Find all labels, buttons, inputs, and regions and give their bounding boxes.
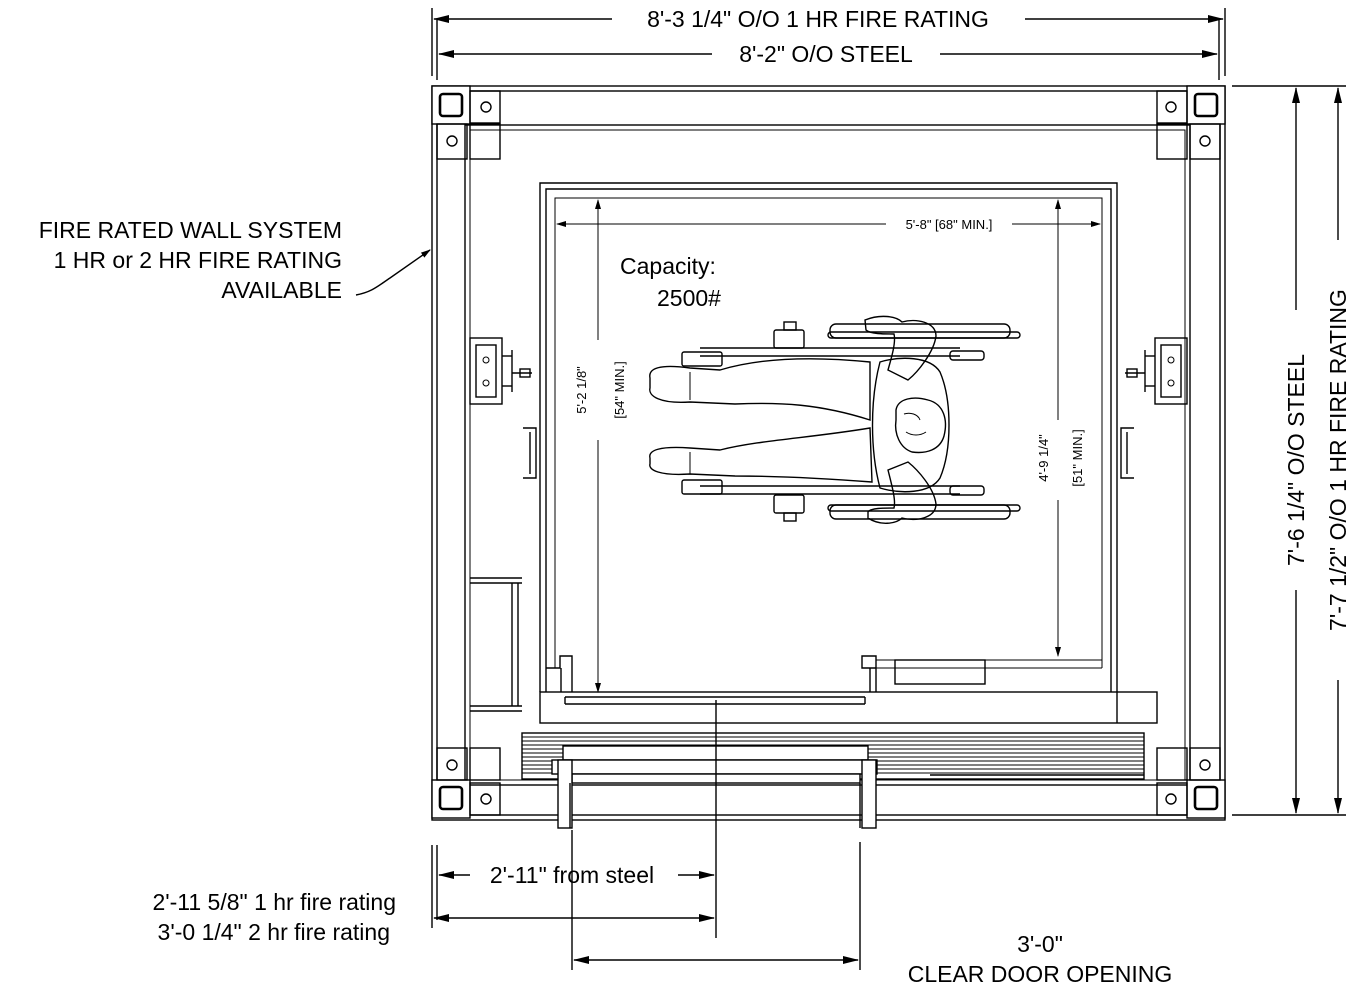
left-side-frame — [470, 577, 522, 712]
rail-bracket-left — [469, 337, 537, 479]
corner-post-bottom-left — [431, 747, 501, 819]
top-dimension-steel: 8'-2" O/O STEEL — [436, 20, 1220, 80]
clear-depth-ft-label: 4'-9 1/4" — [1036, 434, 1051, 482]
wall-note-line2: 1 HR or 2 HR FIRE RATING — [54, 247, 342, 273]
elevator-car — [539, 182, 1118, 692]
inner-depth-ft-label: 5'-2 1/8" — [574, 366, 589, 414]
capacity-label: Capacity: — [620, 253, 716, 279]
right-fire-rating-label: 7'-7 1/2" O/O 1 HR FIRE RATING — [1325, 289, 1350, 631]
right-dimension-fire-rating: 7'-7 1/2" O/O 1 HR FIRE RATING — [1310, 85, 1350, 816]
door-opening-label: CLEAR DOOR OPENING — [908, 961, 1173, 987]
rail-bracket-right — [1120, 337, 1188, 479]
capacity-value: 2500# — [657, 285, 721, 311]
dimension-from-steel: 2'-11" from steel — [436, 700, 717, 938]
car-sill — [539, 691, 1158, 724]
corner-post-top-right — [1156, 85, 1226, 160]
dimension-fire-rating-offset: 2'-11 5/8" 1 hr fire rating 3'-0 1/4" 2 … — [152, 845, 715, 945]
wall-note-line3: AVAILABLE — [221, 277, 342, 303]
corner-post-top-left — [431, 85, 501, 160]
wall-note-line1: FIRE RATED WALL SYSTEM — [39, 217, 342, 243]
inner-depth-dimension: 5'-2 1/8" [54" MIN.] — [574, 199, 627, 693]
right-dimension-steel: 7'-6 1/4" O/O STEEL — [1232, 85, 1310, 816]
inner-depth-in-label: [54" MIN.] — [612, 361, 627, 418]
clear-depth-in-label: [51" MIN.] — [1070, 429, 1085, 486]
top-fire-rating-label: 8'-3 1/4" O/O 1 HR FIRE RATING — [647, 6, 989, 32]
wall-system-note: FIRE RATED WALL SYSTEM 1 HR or 2 HR FIRE… — [39, 217, 431, 303]
inner-width-dimension: 5'-8" [68" MIN.] — [556, 217, 1101, 232]
dimension-clear-door-opening: 3'-0" CLEAR DOOR OPENING — [571, 830, 1173, 987]
top-dimension-fire-rating: 8'-3 1/4" O/O 1 HR FIRE RATING — [431, 6, 1226, 76]
door-width-label: 3'-0" — [1017, 931, 1063, 957]
right-steel-label: 7'-6 1/4" O/O STEEL — [1283, 354, 1309, 566]
fire-1hr-label: 2'-11 5/8" 1 hr fire rating — [152, 889, 396, 915]
fire-2hr-label: 3'-0 1/4" 2 hr fire rating — [158, 919, 390, 945]
corner-post-bottom-right — [1156, 747, 1226, 819]
clear-depth-dimension: 4'-9 1/4" [51" MIN.] — [1036, 199, 1085, 657]
hoistway-walls — [431, 85, 1226, 821]
inner-width-label: 5'-8" [68" MIN.] — [906, 217, 993, 232]
top-steel-label: 8'-2" O/O STEEL — [739, 41, 913, 67]
wheelchair-figure — [649, 315, 1021, 524]
